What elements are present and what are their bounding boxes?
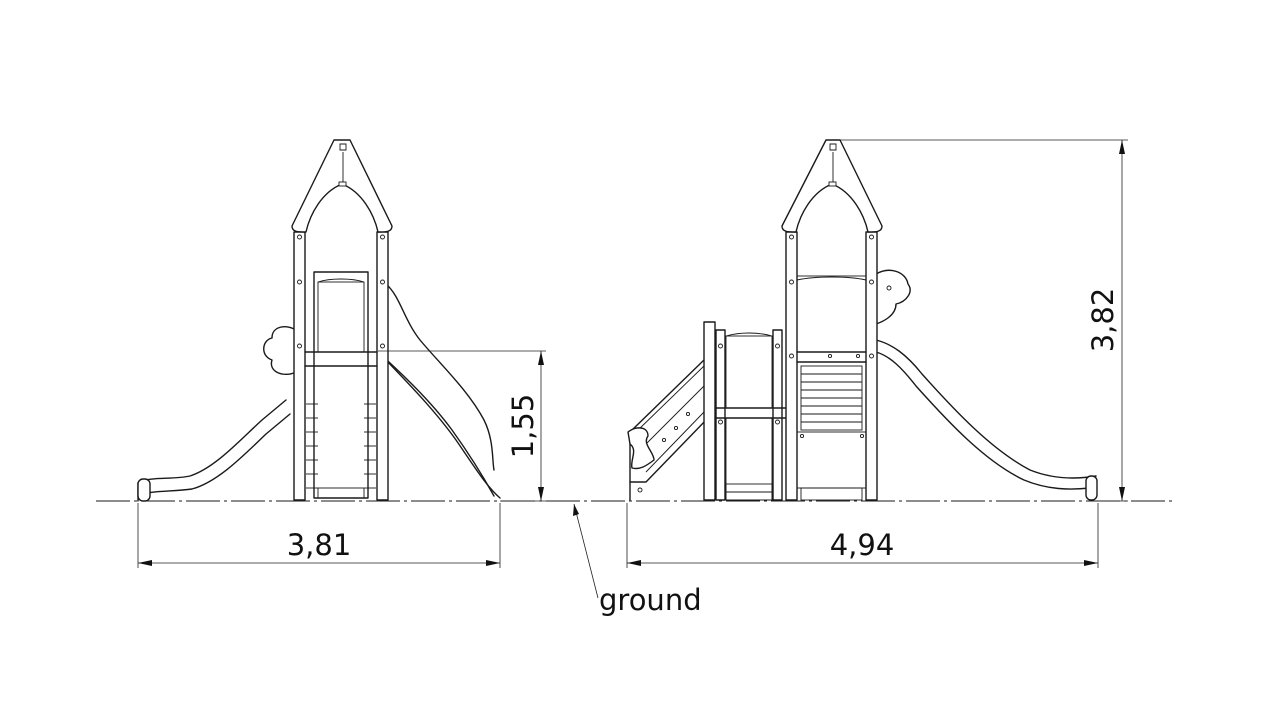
front-ladder	[304, 271, 378, 499]
dimension-height-platform-label: 1,55	[506, 394, 540, 459]
side-slide	[875, 339, 1098, 501]
side-cloud-panel	[875, 269, 911, 325]
ladder-rungs-left	[306, 403, 318, 489]
dimension-width-front-label: 3,81	[287, 528, 352, 562]
dimension-height-total: 3,82	[840, 139, 1128, 502]
front-cloud-panel	[263, 326, 297, 376]
ladder-rungs-right	[364, 403, 376, 489]
front-slide-right	[377, 283, 501, 499]
front-roof	[291, 139, 393, 240]
side-panel-slats	[801, 373, 862, 423]
ground-label: ground	[599, 583, 702, 617]
dimension-width-side-label: 4,94	[830, 528, 895, 562]
front-view	[137, 139, 501, 502]
front-slide-left	[137, 399, 291, 502]
side-roof	[781, 139, 883, 240]
side-view	[627, 139, 1098, 501]
dimension-width-side: 4,94	[626, 503, 1099, 568]
dimension-height-platform: 1,55	[378, 350, 546, 502]
dimension-width-front: 3,81	[137, 503, 501, 568]
ground-callout: ground	[573, 503, 702, 617]
dimension-height-total-label: 3,82	[1086, 288, 1120, 353]
side-small-tower	[703, 321, 789, 501]
side-main-tower	[785, 231, 878, 501]
side-stairs	[627, 359, 709, 501]
